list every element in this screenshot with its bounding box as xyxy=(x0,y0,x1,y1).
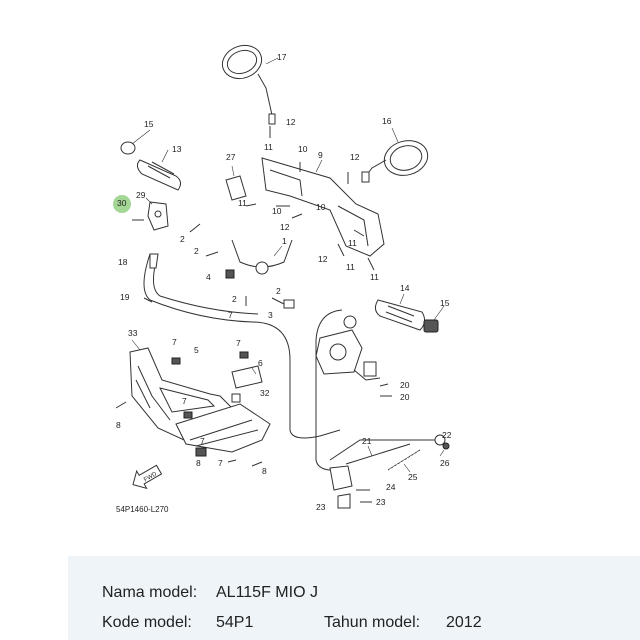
callout-10b: 10 xyxy=(316,202,326,212)
model-code-value: 54P1 xyxy=(216,614,254,631)
callout-18: 18 xyxy=(118,257,128,267)
callout-10: 10 xyxy=(298,144,308,154)
callout-30: 29 xyxy=(136,190,146,200)
callout-7b: 7 xyxy=(172,337,177,347)
callout-9: 9 xyxy=(318,150,323,160)
callout-11b: 11 xyxy=(348,238,357,248)
callout-8a: 8 xyxy=(116,420,121,430)
clamp xyxy=(225,165,247,201)
model-info-panel: Nama model: AL115F MIO J Kode model: 54P… xyxy=(68,556,640,640)
callout-8c: 8 xyxy=(262,466,267,476)
callout-15b: 15 xyxy=(440,298,450,308)
right-grip xyxy=(374,293,445,333)
cables xyxy=(143,253,440,471)
year-value: 2012 xyxy=(446,614,482,631)
callout-29: 27 xyxy=(226,152,236,162)
highlight-31 xyxy=(113,195,131,213)
callout-14: 14 xyxy=(400,283,410,293)
callout-7c: 7 xyxy=(236,338,241,348)
model-name-label: Nama model: xyxy=(102,584,198,601)
callout-12b: 12 xyxy=(350,152,360,162)
callout-4: 4 xyxy=(206,272,211,282)
callout-31: 30 xyxy=(117,198,127,208)
callout-20b: 20 xyxy=(400,392,410,402)
callout-22: 22 xyxy=(442,430,452,440)
left-grip xyxy=(120,129,182,191)
callout-7f: 7 xyxy=(218,458,223,468)
callout-12: 12 xyxy=(286,117,296,127)
callout-21: 21 xyxy=(362,436,372,446)
callout-13: 13 xyxy=(172,144,182,154)
model-name-value: AL115F MIO J xyxy=(216,584,318,601)
callout-23: 23 xyxy=(316,502,326,512)
callout-15: 15 xyxy=(144,119,154,129)
bolts xyxy=(115,126,375,467)
left-switch xyxy=(132,197,169,231)
callout-2d: 2 xyxy=(276,286,281,296)
callout-33: 33 xyxy=(128,328,138,338)
callout-3: 3 xyxy=(268,310,273,320)
right-mirror xyxy=(361,127,429,183)
callout-27: 26 xyxy=(440,458,450,468)
callout-12d: 12 xyxy=(318,254,328,264)
callout-11a: 11 xyxy=(238,198,247,208)
handlebar-tube xyxy=(184,206,380,300)
bracket-6 xyxy=(171,351,263,457)
callout-6: 6 xyxy=(258,358,263,368)
callout-7a: 7 xyxy=(228,310,233,320)
callout-1: 1 xyxy=(282,236,287,246)
callout-11: 11 xyxy=(264,142,273,152)
callout-2b: 2 xyxy=(194,246,199,256)
callout-7e: 7 xyxy=(200,436,205,446)
callout-labels: 17 15 12 16 13 10 27 9 12 11 29 30 2 11 … xyxy=(113,52,452,512)
callout-2c: 2 xyxy=(232,294,237,304)
callout-32: 32 xyxy=(260,388,270,398)
year-label: Tahun model: xyxy=(324,614,421,631)
callout-19: 19 xyxy=(120,292,130,302)
handlebar-exploded-view: 17 15 12 16 13 10 27 9 12 11 29 30 2 11 … xyxy=(113,44,452,514)
upper-cover xyxy=(261,157,385,257)
callout-24: 24 xyxy=(386,482,396,492)
diagram-code: 54P1460-L270 xyxy=(116,505,169,514)
headlight-cover xyxy=(129,339,271,453)
callout-7d: 7 xyxy=(182,396,187,406)
callout-5: 5 xyxy=(194,345,199,355)
left-mirror xyxy=(221,44,279,125)
cable-adjuster xyxy=(329,434,450,509)
callout-26: 25 xyxy=(408,472,418,482)
callout-2a: 2 xyxy=(180,234,185,244)
callout-16: 16 xyxy=(382,116,392,126)
callout-8b: 8 xyxy=(196,458,201,468)
callout-11d: 11 xyxy=(370,272,379,282)
callout-20a: 20 xyxy=(400,380,410,390)
callout-12c: 12 xyxy=(280,222,290,232)
parts-diagram: 17 15 12 16 13 10 27 9 12 11 29 30 2 11 … xyxy=(113,44,452,514)
callout-17: 17 xyxy=(277,52,287,62)
model-code-label: Kode model: xyxy=(102,614,192,631)
callout-10a: 10 xyxy=(272,206,282,216)
callout-11c: 11 xyxy=(346,262,355,272)
callout-25: 23 xyxy=(376,497,386,507)
master-cylinder xyxy=(315,315,392,397)
fwd-arrow-icon: FWD xyxy=(132,464,163,490)
